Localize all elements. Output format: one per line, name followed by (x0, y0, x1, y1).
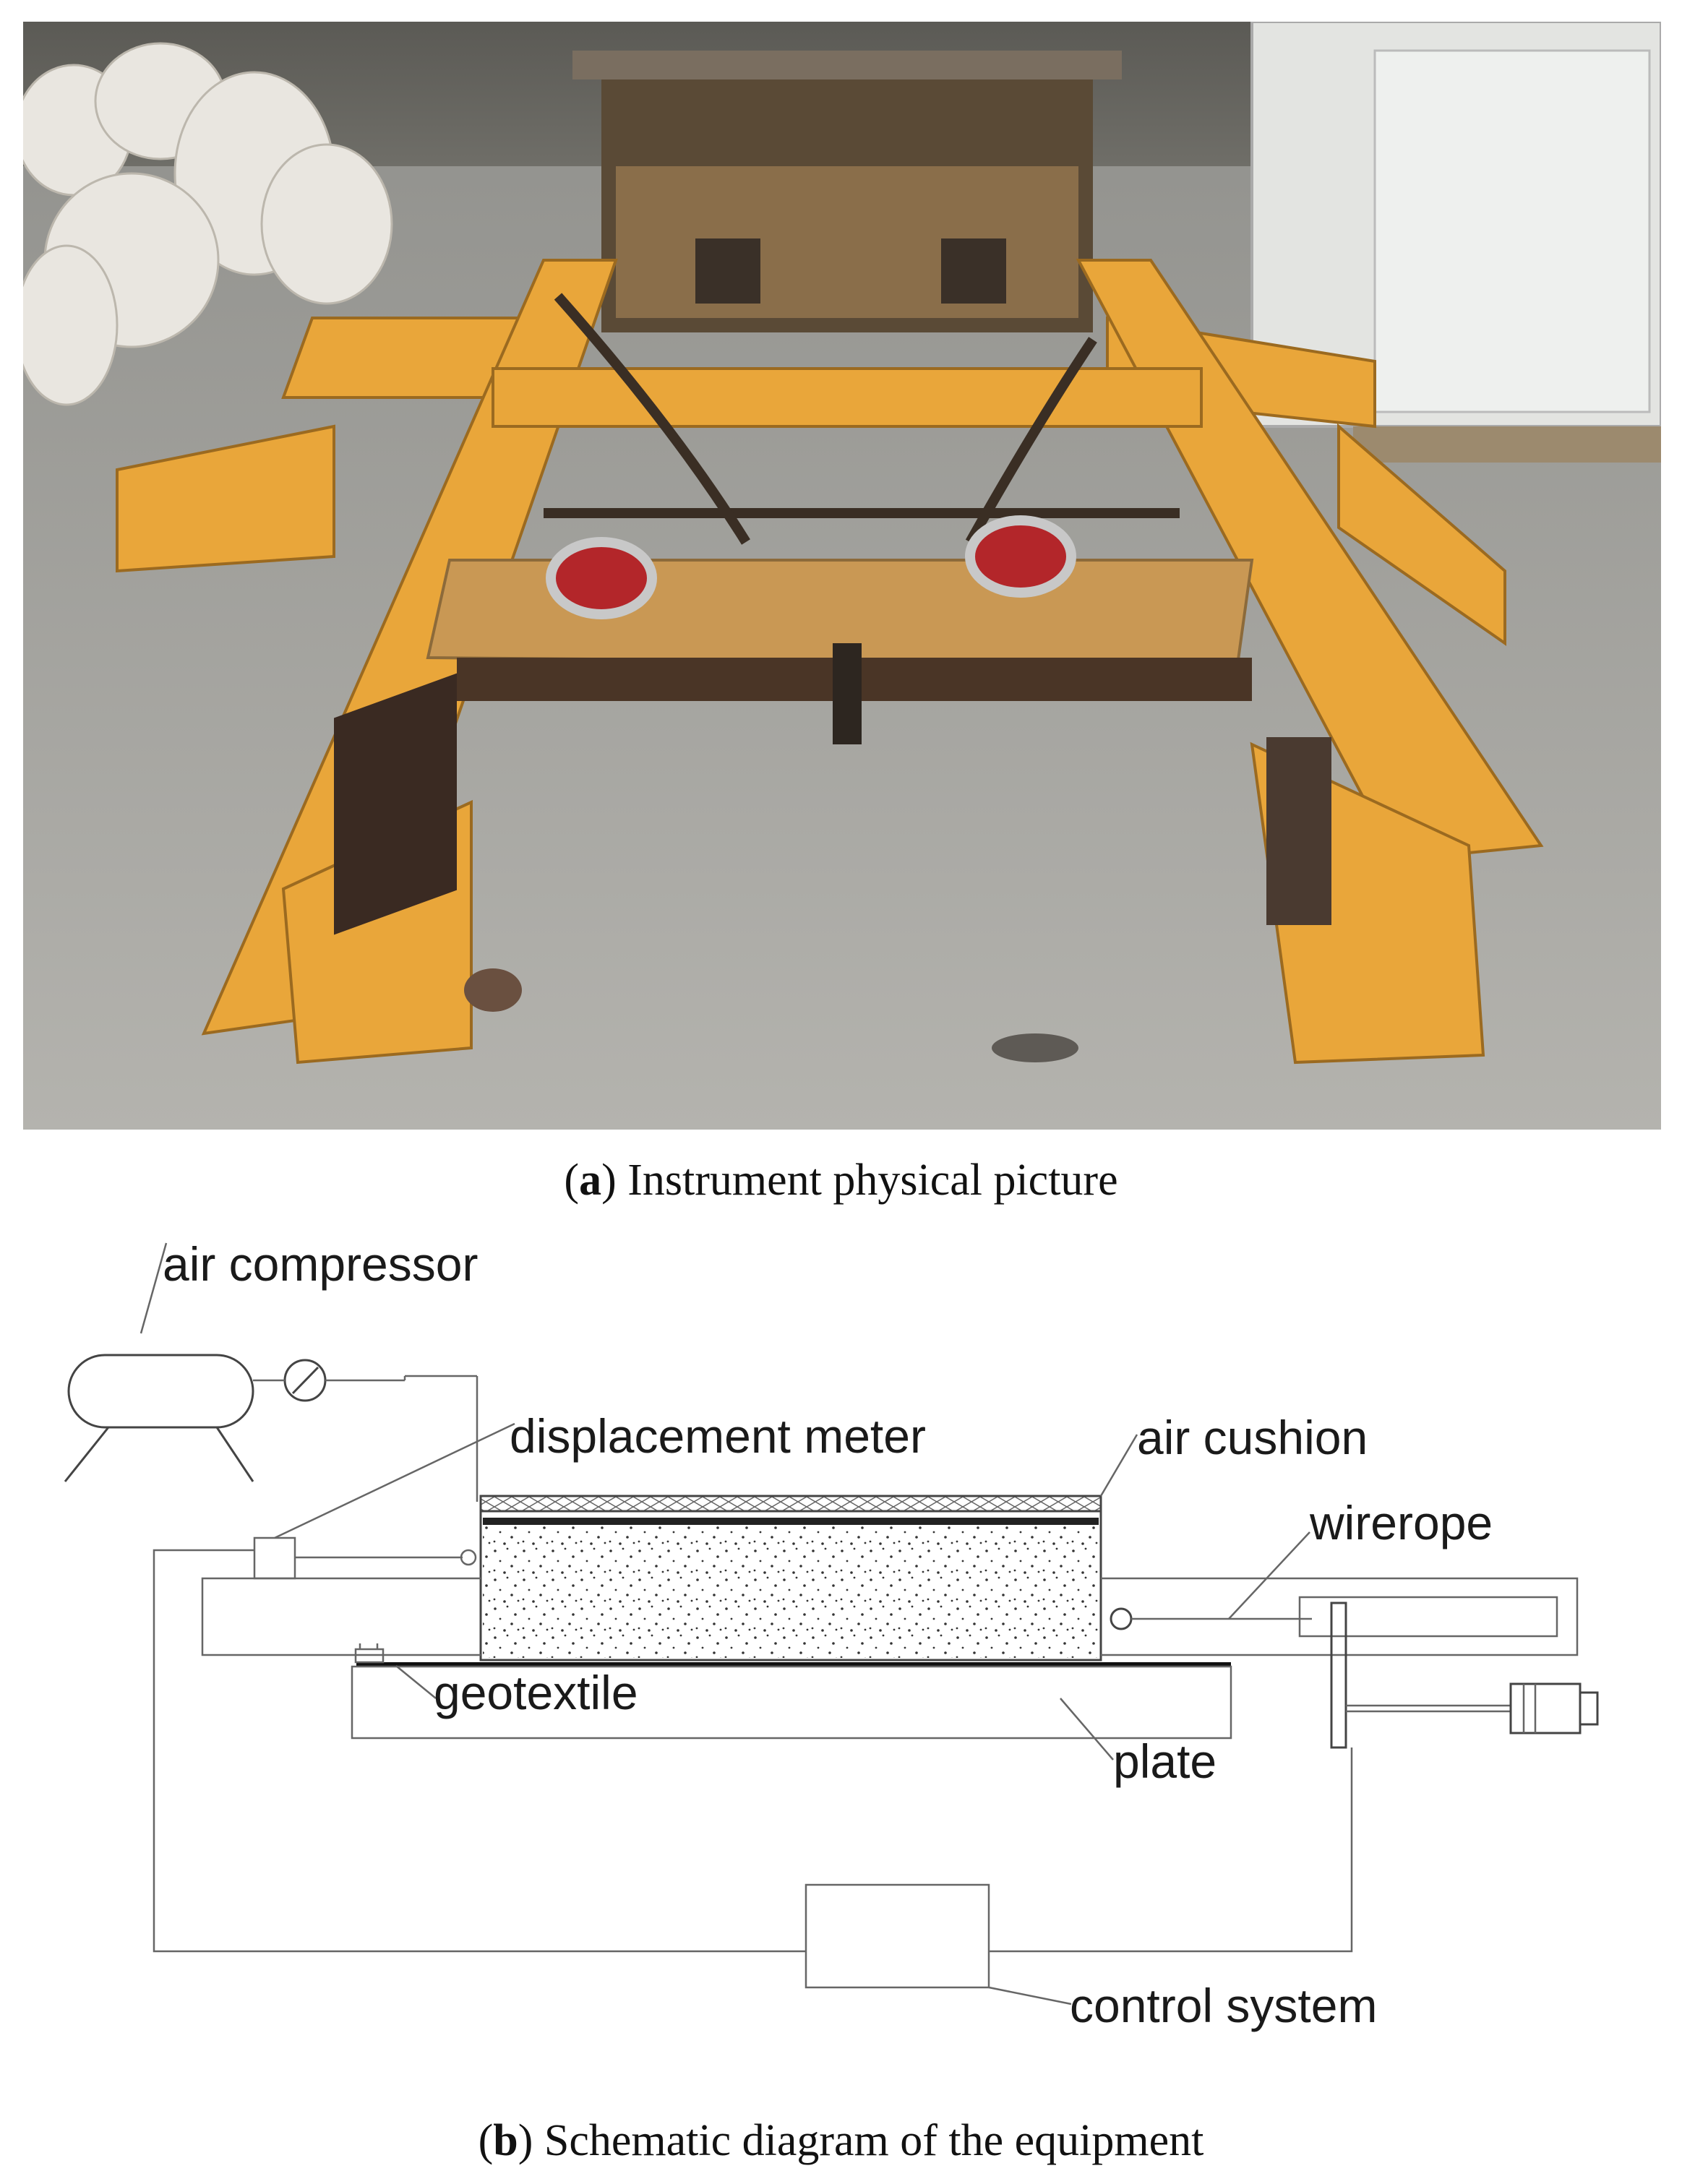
label-air-cushion: air cushion (1137, 1411, 1368, 1464)
rods (544, 293, 1180, 545)
air-cushion-leader (1099, 1434, 1138, 1497)
floor-stain (992, 1033, 1078, 1062)
label-displacement-meter: displacement meter (510, 1409, 926, 1463)
upper-rail (201, 1577, 1579, 1656)
label-control-system: control system (1070, 1979, 1377, 2032)
yellow-frame (116, 259, 1544, 1065)
schematic-diagram: air compressor displacement meter air cu… (64, 1237, 1599, 2032)
caption-a-text: Instrument physical picture (616, 1156, 1118, 1205)
displacement-meter-symbol (253, 1422, 515, 1580)
label-wirerope: wirerope (1309, 1496, 1493, 1549)
caption-a: (a) Instrument physical picture (564, 1156, 1118, 1205)
caption-b-text: Schematic diagram of the equipment (533, 2116, 1204, 2165)
control-system-symbol (153, 1549, 1353, 2005)
plate-symbol (351, 1643, 1232, 1760)
label-plate: plate (1113, 1734, 1217, 1788)
soil-sample (483, 1526, 1099, 1658)
air-compressor-symbol (64, 1242, 479, 1502)
caption-b-letter: b (493, 2116, 518, 2165)
wirerope-leader (1228, 1531, 1310, 1620)
side-panel-right (1266, 737, 1331, 925)
instrument-photo (23, 22, 1661, 1130)
shear-box-symbol (479, 1495, 1102, 1661)
sacks (23, 42, 393, 406)
floor-stain (464, 968, 522, 1012)
shear-box (572, 51, 1122, 332)
caption-b: (b) Schematic diagram of the equipment (478, 2116, 1204, 2165)
label-air-compressor: air compressor (163, 1237, 478, 1291)
caption-a-letter: a (579, 1156, 602, 1205)
shackles (546, 515, 1076, 619)
motor-symbol (1330, 1602, 1599, 1749)
side-panel-left (334, 673, 457, 935)
label-geotextile: geotextile (434, 1666, 638, 1719)
